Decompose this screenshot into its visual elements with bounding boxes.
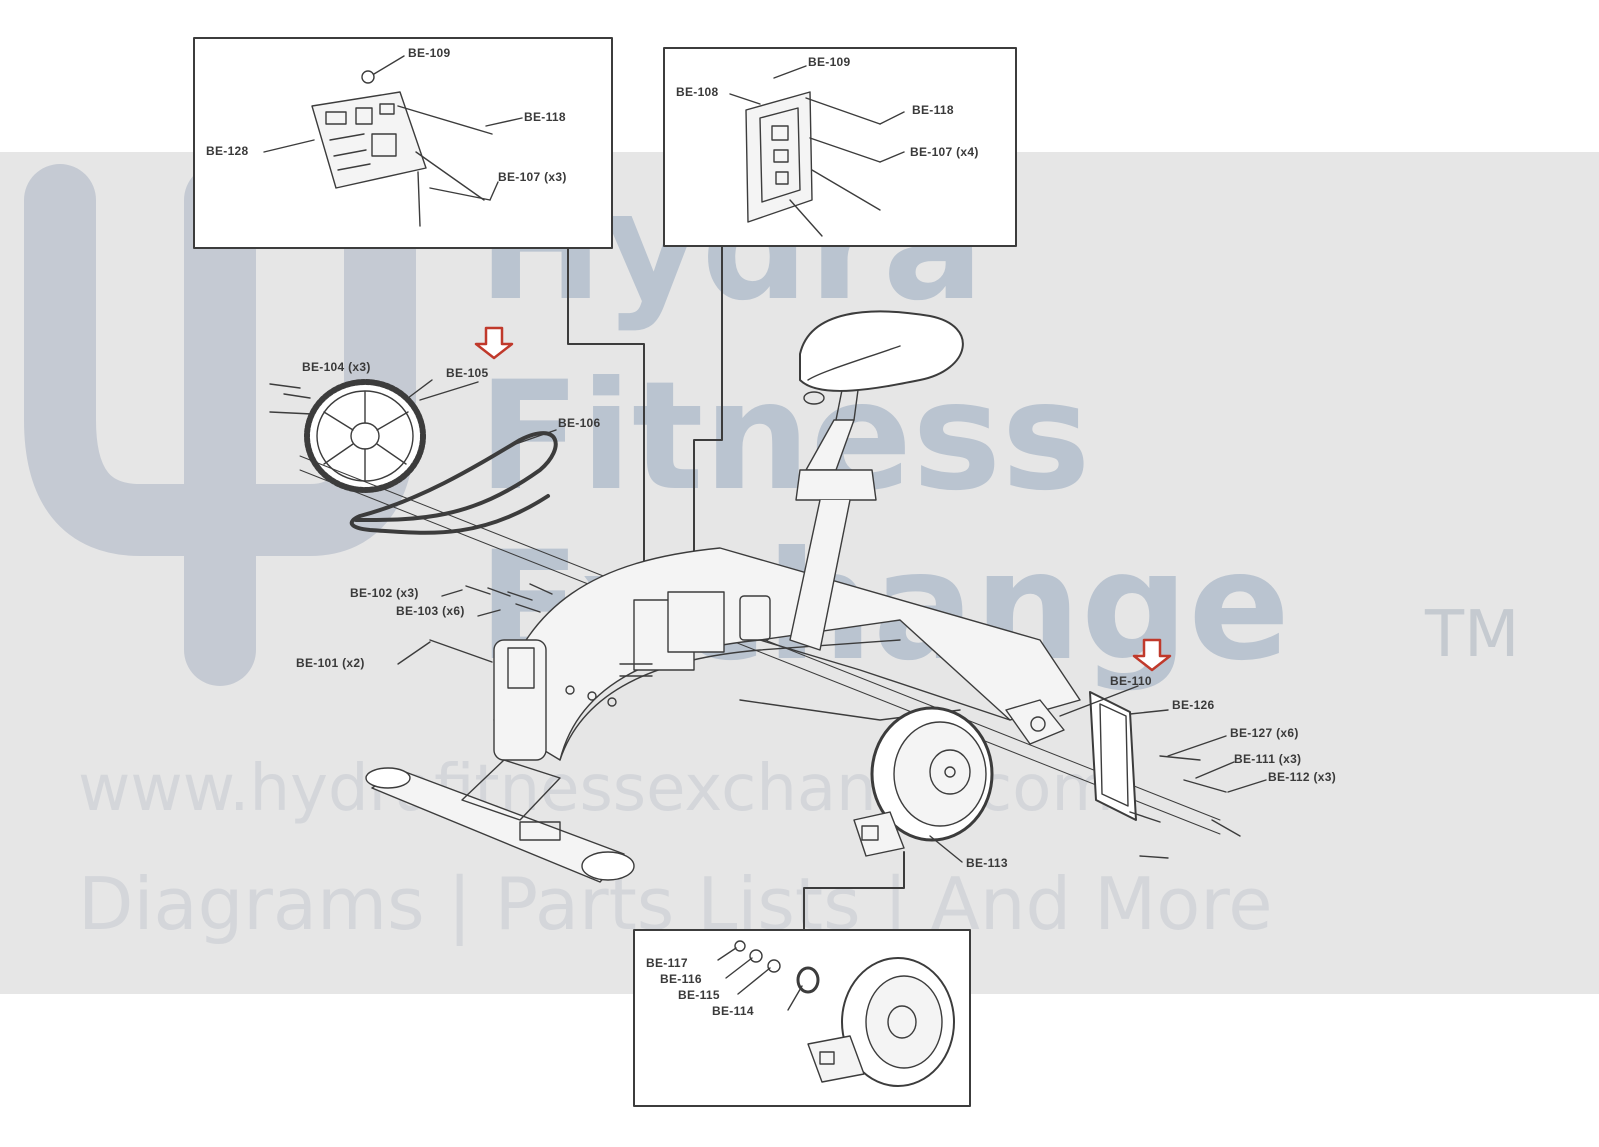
callout-be-117: BE-117	[646, 956, 688, 970]
brake-assembly-icon	[734, 940, 955, 1087]
callout-be-114: BE-114	[712, 1004, 754, 1018]
connector-line-right	[693, 245, 723, 613]
detail-box-top-right	[663, 47, 1017, 247]
arrow-down-icon-be110	[1132, 638, 1172, 672]
controller-bracket-icon	[745, 91, 813, 223]
connector-line-left	[567, 247, 645, 641]
pointer-arrows	[474, 326, 1172, 672]
callout-be-112: BE-112 (x3)	[1268, 770, 1336, 784]
bike-frame-icon	[493, 547, 1081, 761]
pulley-icon	[304, 379, 426, 493]
flywheel-icon	[853, 706, 994, 857]
hardware-bolts-icon	[429, 583, 1241, 859]
seat-icon	[789, 310, 964, 651]
callout-be-118-top-right: BE-118	[912, 103, 954, 117]
watermark-brand-fitness: Fitness	[478, 350, 1091, 524]
front-foot-icon	[365, 759, 635, 883]
callout-be-109-top-right: BE-109	[808, 55, 851, 69]
callout-be-101: BE-101 (x2)	[296, 656, 365, 670]
callout-be-103: BE-103 (x6)	[396, 604, 465, 618]
callout-be-107-top-right: BE-107 (x4)	[910, 145, 979, 159]
rear-bracket-icon	[1005, 691, 1137, 821]
watermark-trademark: TM	[1425, 598, 1520, 672]
callout-be-111: BE-111 (x3)	[1234, 752, 1302, 766]
callout-be-106: BE-106	[558, 416, 601, 430]
callout-be-126: BE-126	[1172, 698, 1215, 712]
callout-be-108: BE-108	[676, 85, 719, 99]
connector-line-bottom	[803, 851, 905, 931]
knob-icon	[361, 70, 375, 84]
callout-be-116: BE-116	[660, 972, 702, 986]
callout-be-109-top-left: BE-109	[408, 46, 451, 60]
callout-be-118-top-left: BE-118	[524, 110, 566, 124]
callout-be-113: BE-113	[966, 856, 1008, 870]
callout-be-115: BE-115	[678, 988, 720, 1002]
callout-be-110: BE-110	[1110, 674, 1152, 688]
circuit-board-icon	[311, 91, 427, 189]
drive-belt-icon	[349, 431, 558, 535]
callout-be-104: BE-104 (x3)	[302, 360, 371, 374]
callout-be-128: BE-128	[206, 144, 249, 158]
callout-be-127: BE-127 (x6)	[1230, 726, 1299, 740]
callout-be-105: BE-105	[446, 366, 489, 380]
arrow-down-icon-be105	[474, 326, 514, 360]
callout-be-107-top-left: BE-107 (x3)	[498, 170, 567, 184]
callout-be-102: BE-102 (x3)	[350, 586, 419, 600]
